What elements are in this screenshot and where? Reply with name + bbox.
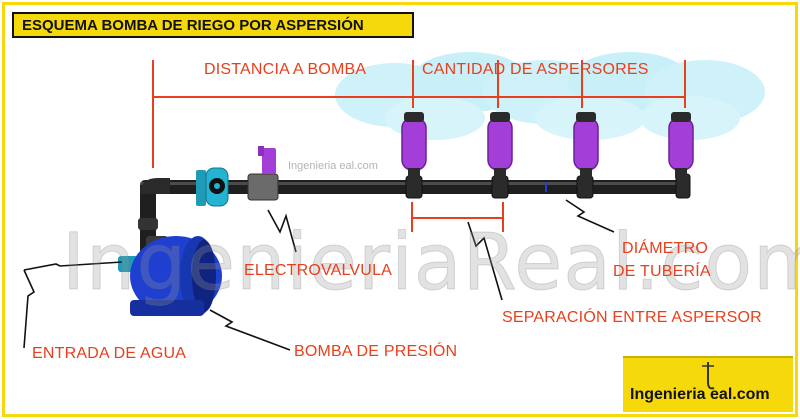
label-distance: DISTANCIA A BOMBA — [204, 61, 367, 78]
sprinkler-1 — [401, 112, 427, 178]
label-sprinkler-separation: SEPARACIÓN ENTRE ASPERSOR — [502, 309, 762, 326]
label-pressure-pump: BOMBA DE PRESIÓN — [294, 343, 458, 360]
label-electrovalve: ELECTROVALVULA — [244, 262, 393, 279]
crane-hook-icon — [702, 362, 715, 390]
label-pipe-diameter-2: DE TUBERÍA — [613, 263, 711, 280]
sprinkler-4 — [668, 112, 694, 178]
leader-arrows — [23, 199, 615, 351]
label-sprinkler-count: CANTIDAD DE ASPERSORES — [422, 61, 649, 78]
diagram-title: ESQUEMA BOMBA DE RIEGO POR ASPERSIÓN — [12, 12, 414, 38]
electrovalve — [247, 146, 279, 201]
watermark-small: Ingenieria eal.com — [288, 160, 378, 172]
label-water-inlet: ENTRADA DE AGUA — [32, 345, 187, 362]
sprinkler-3 — [573, 112, 599, 178]
distance-dimension — [152, 60, 686, 168]
sprinkler-2 — [487, 112, 513, 178]
separation-dimension — [411, 202, 504, 232]
watermark-large: IngenieriaReal.com — [61, 218, 800, 309]
brand-logo-text: Ingenieria eal.com — [630, 386, 770, 403]
brand-logo: Ingenieria eal.com — [623, 356, 793, 412]
pump — [118, 236, 222, 316]
label-pipe-diameter-1: DIÁMETRO — [622, 240, 709, 257]
filter — [196, 167, 229, 207]
